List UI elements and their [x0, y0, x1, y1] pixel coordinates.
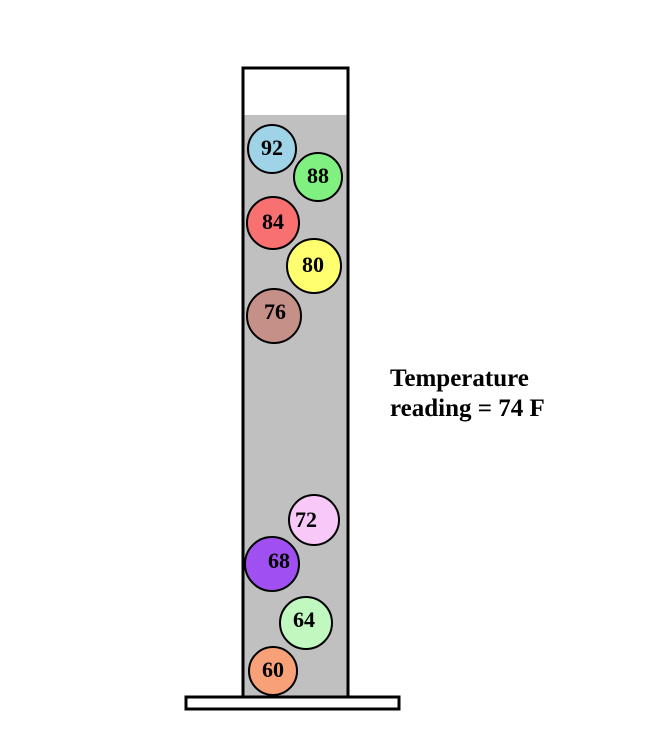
bulb-88-circle — [293, 152, 343, 202]
bulb-72-label: 72 — [295, 507, 317, 532]
bulb-76-label: 76 — [264, 299, 286, 324]
bulb-80: 80 — [286, 238, 342, 294]
bulb-68-circle — [244, 536, 300, 592]
temperature-reading-line2: reading = 74 F — [390, 395, 545, 422]
temperature-reading-line1: Temperature — [390, 365, 529, 392]
bulb-80-circle — [286, 238, 342, 294]
bulb-60-circle — [248, 646, 298, 696]
bulb-72-circle — [288, 494, 340, 546]
bulb-76-circle — [246, 288, 302, 344]
bulb-68-label: 68 — [268, 548, 290, 573]
bulb-84-label: 84 — [262, 209, 284, 234]
temperature-reading: Temperature reading = 74 F — [390, 364, 545, 424]
bulb-76: 76 — [246, 288, 302, 344]
bulb-84: 84 — [246, 196, 300, 250]
bulb-60-label: 60 — [262, 657, 284, 682]
bulb-88-label: 88 — [307, 163, 329, 188]
bulb-68: 68 — [244, 536, 300, 592]
bulb-80-label: 80 — [302, 252, 324, 277]
bulb-92: 92 — [247, 124, 297, 174]
bulb-92-label: 92 — [261, 135, 283, 160]
bulb-72: 72 — [288, 494, 340, 546]
bulb-group: 92 88 84 80 76 72 68 64 — [244, 124, 343, 696]
bulb-88: 88 — [293, 152, 343, 202]
bulb-64: 64 — [279, 596, 333, 650]
bulb-92-circle — [247, 124, 297, 174]
thermometer-tube — [241, 66, 350, 699]
bulb-64-circle — [279, 596, 333, 650]
bulb-64-label: 64 — [293, 607, 315, 632]
bulb-60: 60 — [248, 646, 298, 696]
bulb-84-circle — [246, 196, 300, 250]
thermometer-base — [184, 695, 401, 711]
